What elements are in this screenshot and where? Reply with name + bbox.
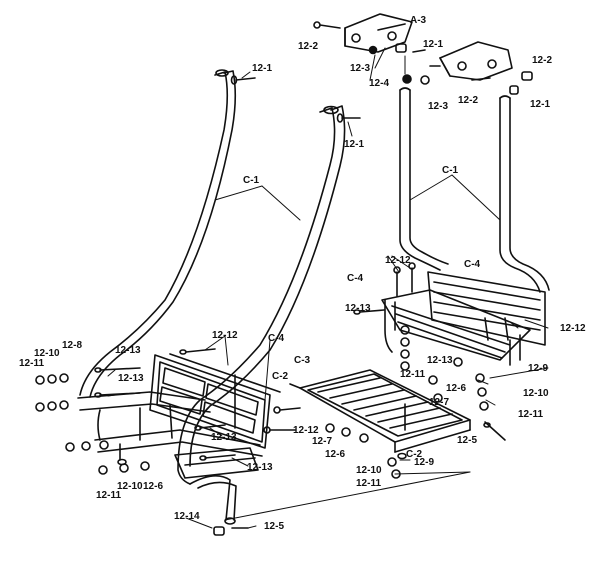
label-12-13-left-low: 12-13 [211, 432, 237, 443]
label-12-7-mid: 12-7 [429, 397, 450, 408]
label-12-12-right-top: 12-12 [385, 255, 411, 266]
label-c4-mid: C-4 [347, 273, 364, 284]
label-12-13-left-bottom: 12-13 [247, 462, 273, 473]
label-12-1-right: 12-1 [530, 99, 551, 110]
label-12-9-base: 12-9 [414, 457, 435, 468]
label-12-11-right: 12-11 [518, 409, 544, 420]
top-bracket-right [440, 42, 512, 80]
label-12-13-right: 12-13 [427, 355, 453, 366]
label-12-5-bottom: 12-5 [264, 521, 285, 532]
label-12-10-bottom-left: 12-10 [117, 481, 143, 492]
label-c4-right: C-4 [464, 259, 481, 270]
label-12-1-left-top: 12-1 [252, 63, 273, 74]
label-12-12-base: 12-12 [293, 425, 319, 436]
right-hanger-tube-right [500, 96, 549, 292]
left-hardware [36, 76, 360, 528]
right-seat [382, 290, 530, 365]
right-base-frame [290, 370, 470, 459]
label-12-2-mid: 12-2 [458, 95, 479, 106]
label-12-1-top: 12-1 [423, 39, 444, 50]
left-frame-leg [190, 476, 236, 535]
label-12-2-top-right: 12-2 [532, 55, 553, 66]
top-bracket-left [345, 14, 412, 54]
leader-lines [108, 48, 548, 528]
label-c2-left: C-2 [272, 371, 289, 382]
label-c1-right: C-1 [442, 165, 459, 176]
label-12-6-base: 12-6 [325, 449, 346, 460]
label-12-6-mid: 12-6 [446, 383, 467, 394]
label-12-5-right: 12-5 [457, 435, 478, 446]
label-a3: A-3 [410, 15, 427, 26]
label-12-12-left: 12-12 [212, 330, 238, 341]
label-c3: C-3 [294, 355, 311, 366]
label-c4-left: C-4 [268, 333, 285, 344]
label-12-13-left-mid: 12-13 [118, 373, 144, 384]
label-12-11-left: 12-11 [19, 358, 45, 369]
label-12-13-mid: 12-13 [345, 303, 371, 314]
label-12-2-top-left: 12-2 [298, 41, 319, 52]
label-12-11-mid: 12-11 [400, 369, 426, 380]
right-hardware [326, 263, 508, 478]
label-c1-left: C-1 [243, 175, 260, 186]
label-12-4: 12-4 [369, 78, 390, 89]
label-12-6-bottom-left: 12-6 [143, 481, 164, 492]
label-12-12-far-right: 12-12 [560, 323, 586, 334]
label-12-10-left: 12-10 [34, 348, 60, 359]
label-12-3-right: 12-3 [428, 101, 449, 112]
label-c2-right: C-2 [406, 449, 423, 460]
label-12-10-base: 12-10 [356, 465, 382, 476]
label-12-7-base: 12-7 [312, 436, 333, 447]
label-12-9-right: 12-9 [528, 363, 549, 374]
left-frame-tube-back [80, 70, 235, 397]
label-12-8-left: 12-8 [62, 340, 83, 351]
label-12-11-base: 12-11 [356, 478, 382, 489]
label-12-10-right: 12-10 [523, 388, 549, 399]
label-12-14: 12-14 [174, 511, 200, 522]
label-12-1-left-mid: 12-1 [344, 139, 365, 150]
label-12-13-left-top: 12-13 [115, 345, 141, 356]
label-12-11-bottom-left: 12-11 [96, 490, 122, 501]
left-seat-panel [150, 354, 280, 448]
label-12-3-left: 12-3 [350, 63, 371, 74]
top-hardware [314, 22, 532, 94]
right-hanger-tube-left [400, 88, 448, 270]
